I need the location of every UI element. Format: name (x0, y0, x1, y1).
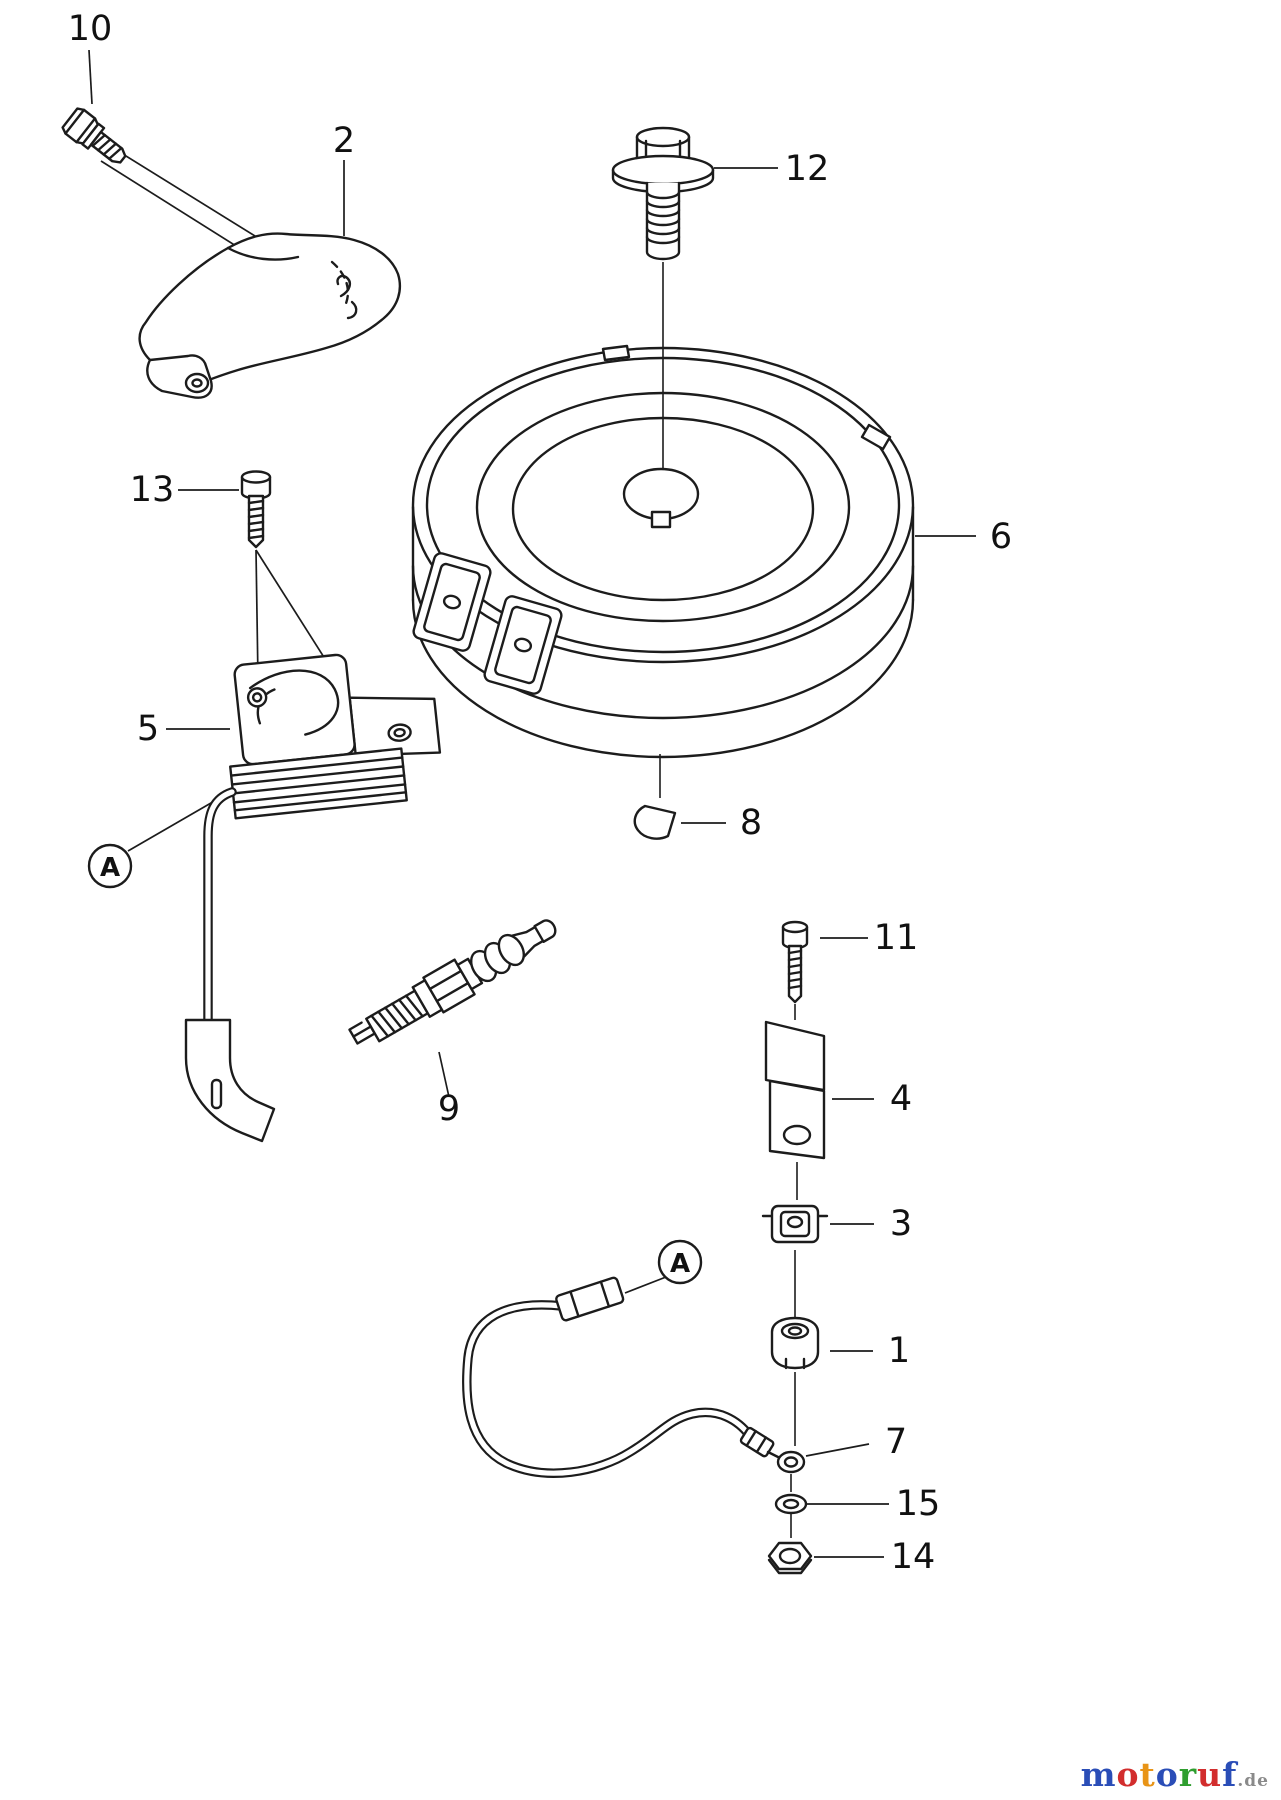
part-4-bracket (764, 1020, 826, 1160)
callout-7: 7 (885, 1422, 907, 1462)
logo-letter: m (1080, 1755, 1117, 1794)
callout-13: 13 (130, 470, 175, 510)
part-15-washer (774, 1493, 808, 1515)
watermark-logo: motoruf.de (1081, 1755, 1269, 1794)
callout-15: 15 (896, 1484, 941, 1524)
part-5-ignition-coil (229, 653, 442, 820)
logo-letter: f (1222, 1755, 1238, 1794)
part-8-woodruff-key (633, 804, 677, 840)
callout-11: 11 (874, 918, 919, 958)
ref-circle-a2: A (657, 1239, 703, 1285)
callout-5: 5 (137, 709, 159, 749)
callout-4: 4 (890, 1079, 912, 1119)
part-14-nut (767, 1541, 813, 1575)
part-6-flywheel (411, 344, 915, 759)
logo-letter: o (1116, 1755, 1140, 1794)
part-11-bolt (781, 920, 809, 1004)
callout-6: 6 (990, 517, 1012, 557)
callout-8: 8 (740, 803, 762, 843)
callout-labels: 10 2 12 6 13 5 8 9 11 4 3 1 7 15 14 (68, 9, 1012, 1577)
spark-plug-boot (184, 1018, 276, 1143)
flywheel-magnet-block (412, 552, 492, 652)
logo-letter: r (1178, 1755, 1198, 1794)
callout-14: 14 (891, 1537, 936, 1577)
part-7-terminal (776, 1450, 806, 1474)
callout-2: 2 (333, 121, 355, 161)
wire-ferrule (739, 1426, 775, 1458)
ref-circle-a1: A (87, 843, 133, 889)
part-3-clamp (761, 1204, 829, 1244)
logo-letter: o (1155, 1755, 1179, 1794)
part-9-spark-plug (348, 919, 557, 1045)
flywheel-magnet-block (483, 595, 563, 695)
spark-plug-wire (184, 787, 276, 1143)
ref-label-a1: A (100, 853, 120, 883)
callout-3: 3 (890, 1204, 912, 1244)
wire-connector (555, 1276, 625, 1322)
ref-label-a2: A (670, 1249, 690, 1279)
part-10-screw (61, 107, 127, 164)
logo-letter: u (1197, 1755, 1223, 1794)
logo-letter: t (1139, 1755, 1156, 1794)
callout-1: 1 (888, 1331, 910, 1371)
part-12-flange-bolt (611, 126, 715, 261)
callout-10: 10 (68, 9, 113, 49)
stop-switch-wire (462, 1276, 782, 1478)
part-2-cover (138, 232, 402, 399)
callout-12: 12 (785, 149, 830, 189)
logo-domain-suffix: .de (1237, 1771, 1269, 1791)
part-1-clamp (770, 1316, 820, 1370)
callout-9: 9 (438, 1089, 460, 1129)
part-13-bolt (240, 470, 272, 549)
